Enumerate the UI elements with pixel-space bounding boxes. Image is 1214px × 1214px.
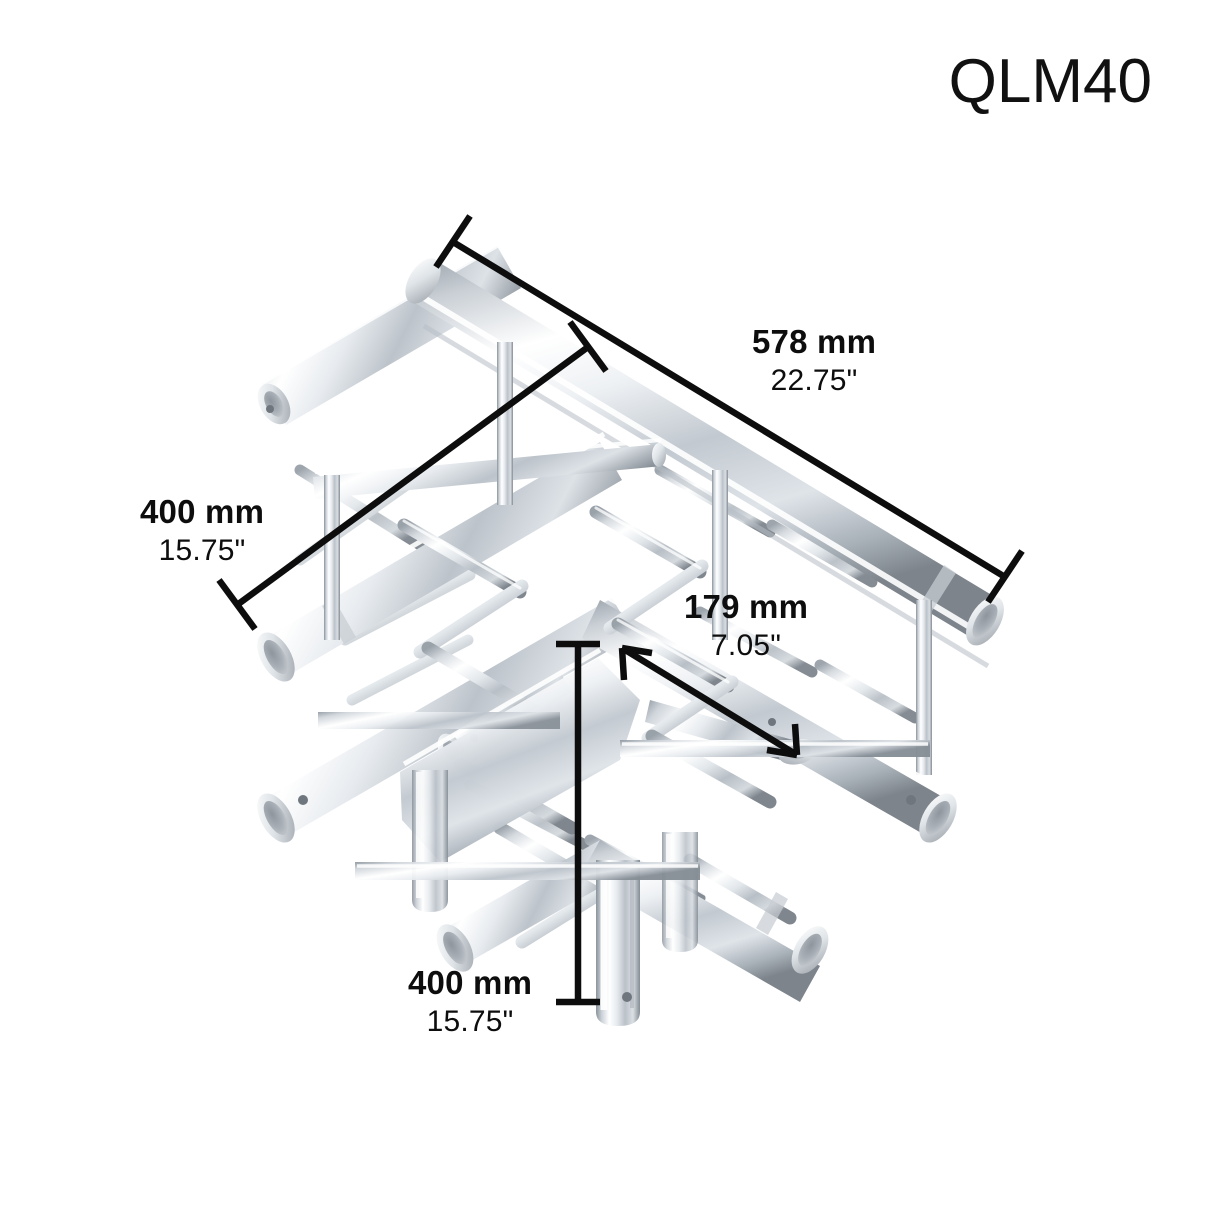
truss-chord-main-top — [405, 258, 1004, 669]
truss-leg-back-2 — [662, 832, 698, 952]
dimension-value-inch: 22.75" — [770, 364, 858, 397]
dimline-400-depth — [216, 320, 609, 631]
truss-leg-back — [412, 770, 448, 912]
truss-tie-upper — [313, 438, 666, 499]
truss-uprights — [324, 342, 932, 775]
dimension-value-mm: 179 mm — [684, 588, 809, 625]
dimline-578 — [433, 214, 1025, 604]
dimline-179 — [618, 644, 801, 759]
truss-tie-lower — [355, 862, 700, 880]
dimension-value-inch: 7.05" — [711, 629, 782, 662]
dimension-value-inch: 15.75" — [158, 534, 246, 567]
dimension-lines — [216, 214, 1025, 1006]
dimension-label-400-depth: 400 mm 15.75" — [140, 492, 264, 570]
page-title: QLM40 — [948, 47, 1152, 116]
dimension-label-179: 179 mm 7.05" — [684, 587, 808, 665]
dimension-label-400-height: 400 mm 15.75" — [408, 963, 532, 1041]
truss-leg-bottom — [596, 860, 640, 1026]
dimension-label-578: 578 mm 22.75" — [752, 322, 876, 400]
dimension-value-mm: 400 mm — [140, 493, 265, 530]
dimension-value-mm: 578 mm — [752, 323, 877, 360]
dimension-value-mm: 400 mm — [408, 964, 533, 1001]
truss-tie-mid-left — [318, 712, 560, 729]
dimension-value-inch: 15.75" — [426, 1005, 514, 1038]
dimline-400-height — [556, 640, 600, 1006]
